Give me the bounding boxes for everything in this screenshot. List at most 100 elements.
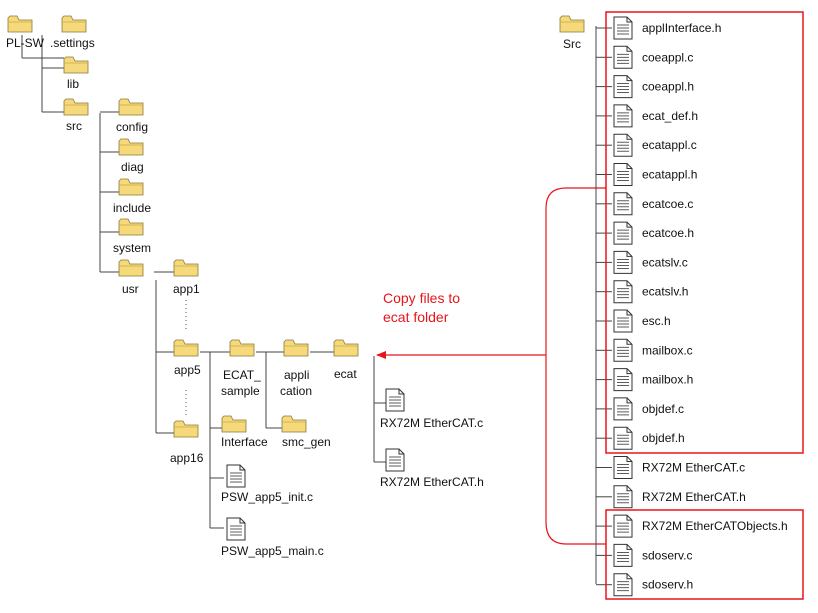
folder-icon <box>173 420 199 438</box>
file-icon <box>613 104 633 128</box>
folder-src-right[interactable]: Src <box>559 15 585 51</box>
folder-pl-sw[interactable]: PL-SW <box>6 15 45 50</box>
folder-interface[interactable]: Interface <box>221 415 268 449</box>
file-item[interactable]: RX72M EtherCAT.h <box>596 485 746 509</box>
file-label: ecatappl.c <box>642 138 697 152</box>
file-item[interactable]: ecatappl.h <box>596 163 697 186</box>
file-icon <box>613 397 633 421</box>
folder-icon <box>118 98 144 116</box>
annotation-line-1: Copy files to <box>383 290 460 306</box>
folder-app16[interactable]: app16 <box>170 420 204 465</box>
file-item[interactable]: sdoserv.h <box>596 573 693 597</box>
folder-include[interactable]: include <box>113 178 151 215</box>
folder-smc-gen[interactable]: smc_gen <box>281 415 331 449</box>
folder-label: include <box>113 201 151 215</box>
folder-label: usr <box>122 282 139 296</box>
folder-icon <box>173 339 199 357</box>
file-icon <box>613 221 633 245</box>
file-item[interactable]: mailbox.h <box>596 368 693 392</box>
file-icon <box>613 543 633 567</box>
file-item[interactable]: coeappl.c <box>596 45 693 69</box>
folder-diag[interactable]: diag <box>118 138 144 174</box>
file-icon <box>613 426 633 450</box>
file-icon <box>385 388 405 412</box>
folder-settings[interactable]: .settings <box>50 15 95 50</box>
file-item[interactable]: mailbox.c <box>596 338 693 362</box>
folder-icon <box>333 339 359 357</box>
file-label: coeappl.h <box>642 80 694 94</box>
file-icon <box>226 464 246 488</box>
folder-label: diag <box>121 160 144 174</box>
highlight-box-objects <box>605 509 804 600</box>
file-item[interactable]: ecatcoe.h <box>596 221 694 245</box>
file-label: RX72M EtherCATObjects.h <box>642 519 788 533</box>
file-item[interactable]: applInterface.h <box>596 16 721 40</box>
folder-application[interactable]: appli cation <box>280 339 312 398</box>
file-item[interactable]: esc.h <box>596 309 671 333</box>
folder-label: system <box>113 241 151 255</box>
file-rx72m-ethercat-h-left[interactable]: RX72M EtherCAT.h <box>380 448 484 489</box>
folder-src[interactable]: src <box>63 98 89 133</box>
file-label: ecatcoe.h <box>642 226 694 240</box>
folder-icon <box>7 15 33 33</box>
folder-label: app5 <box>174 363 201 377</box>
highlight-box-main <box>605 11 804 454</box>
folder-ecat[interactable]: ecat <box>333 339 359 381</box>
file-rx72m-ethercat-c-left[interactable]: RX72M EtherCAT.c <box>380 388 483 430</box>
folder-label-line-2: cation <box>280 384 312 398</box>
file-label: ecatslv.c <box>642 255 688 269</box>
file-label: PSW_app5_init.c <box>221 490 313 504</box>
file-psw-app5-main[interactable]: PSW_app5_main.c <box>221 517 324 558</box>
folder-icon <box>118 178 144 196</box>
folder-label: Src <box>563 37 581 51</box>
file-item[interactable]: ecatcoe.c <box>596 192 693 216</box>
folder-app5[interactable]: app5 <box>173 339 201 377</box>
file-item[interactable]: RX72M EtherCATObjects.h <box>596 514 788 538</box>
file-label: RX72M EtherCAT.c <box>380 416 483 430</box>
file-icon <box>613 280 633 304</box>
file-item[interactable]: ecat_def.h <box>596 104 698 128</box>
file-item[interactable]: ecatslv.h <box>596 280 688 304</box>
folder-label-line-2: sample <box>221 384 260 398</box>
folder-usr[interactable]: usr <box>118 259 144 296</box>
file-item[interactable]: RX72M EtherCAT.c <box>596 456 745 479</box>
file-icon <box>613 16 633 40</box>
file-icon <box>613 45 633 69</box>
file-icon <box>613 368 633 392</box>
folder-system[interactable]: system <box>113 218 151 255</box>
folder-icon <box>61 15 87 33</box>
file-psw-app5-init[interactable]: PSW_app5_init.c <box>221 464 313 504</box>
folder-lib[interactable]: lib <box>63 56 89 91</box>
file-item[interactable]: sdoserv.c <box>596 543 692 567</box>
folder-label: .settings <box>50 36 95 50</box>
folder-label: config <box>116 120 148 134</box>
folder-icon <box>283 339 309 357</box>
folder-icon <box>221 415 247 433</box>
file-icon <box>385 448 405 472</box>
folder-icon <box>118 138 144 156</box>
file-item[interactable]: objdef.h <box>596 426 685 450</box>
folder-app1[interactable]: app1 <box>173 259 200 296</box>
file-label: esc.h <box>642 314 671 328</box>
folder-icon <box>63 56 89 74</box>
file-label: PSW_app5_main.c <box>221 544 324 558</box>
file-label: ecatslv.h <box>642 285 688 299</box>
file-label: mailbox.c <box>642 343 693 357</box>
file-item[interactable]: ecatslv.c <box>596 250 688 274</box>
folder-label: app1 <box>173 282 200 296</box>
annotation-line-2: ecat folder <box>383 309 449 325</box>
file-icon <box>613 309 633 333</box>
folder-config[interactable]: config <box>116 98 148 134</box>
file-item[interactable]: coeappl.h <box>596 75 694 99</box>
left-tree-lines <box>21 35 386 529</box>
file-item[interactable]: ecatappl.c <box>596 133 697 157</box>
file-icon <box>613 485 633 509</box>
file-label: sdoserv.c <box>642 548 692 562</box>
folder-label-line-1: appli <box>284 368 309 382</box>
folder-label: lib <box>67 77 79 91</box>
file-label: ecat_def.h <box>642 109 698 123</box>
folder-ecat-sample[interactable]: ECAT_ sample <box>221 339 261 398</box>
file-icon <box>613 573 633 597</box>
file-item[interactable]: objdef.c <box>596 397 684 421</box>
